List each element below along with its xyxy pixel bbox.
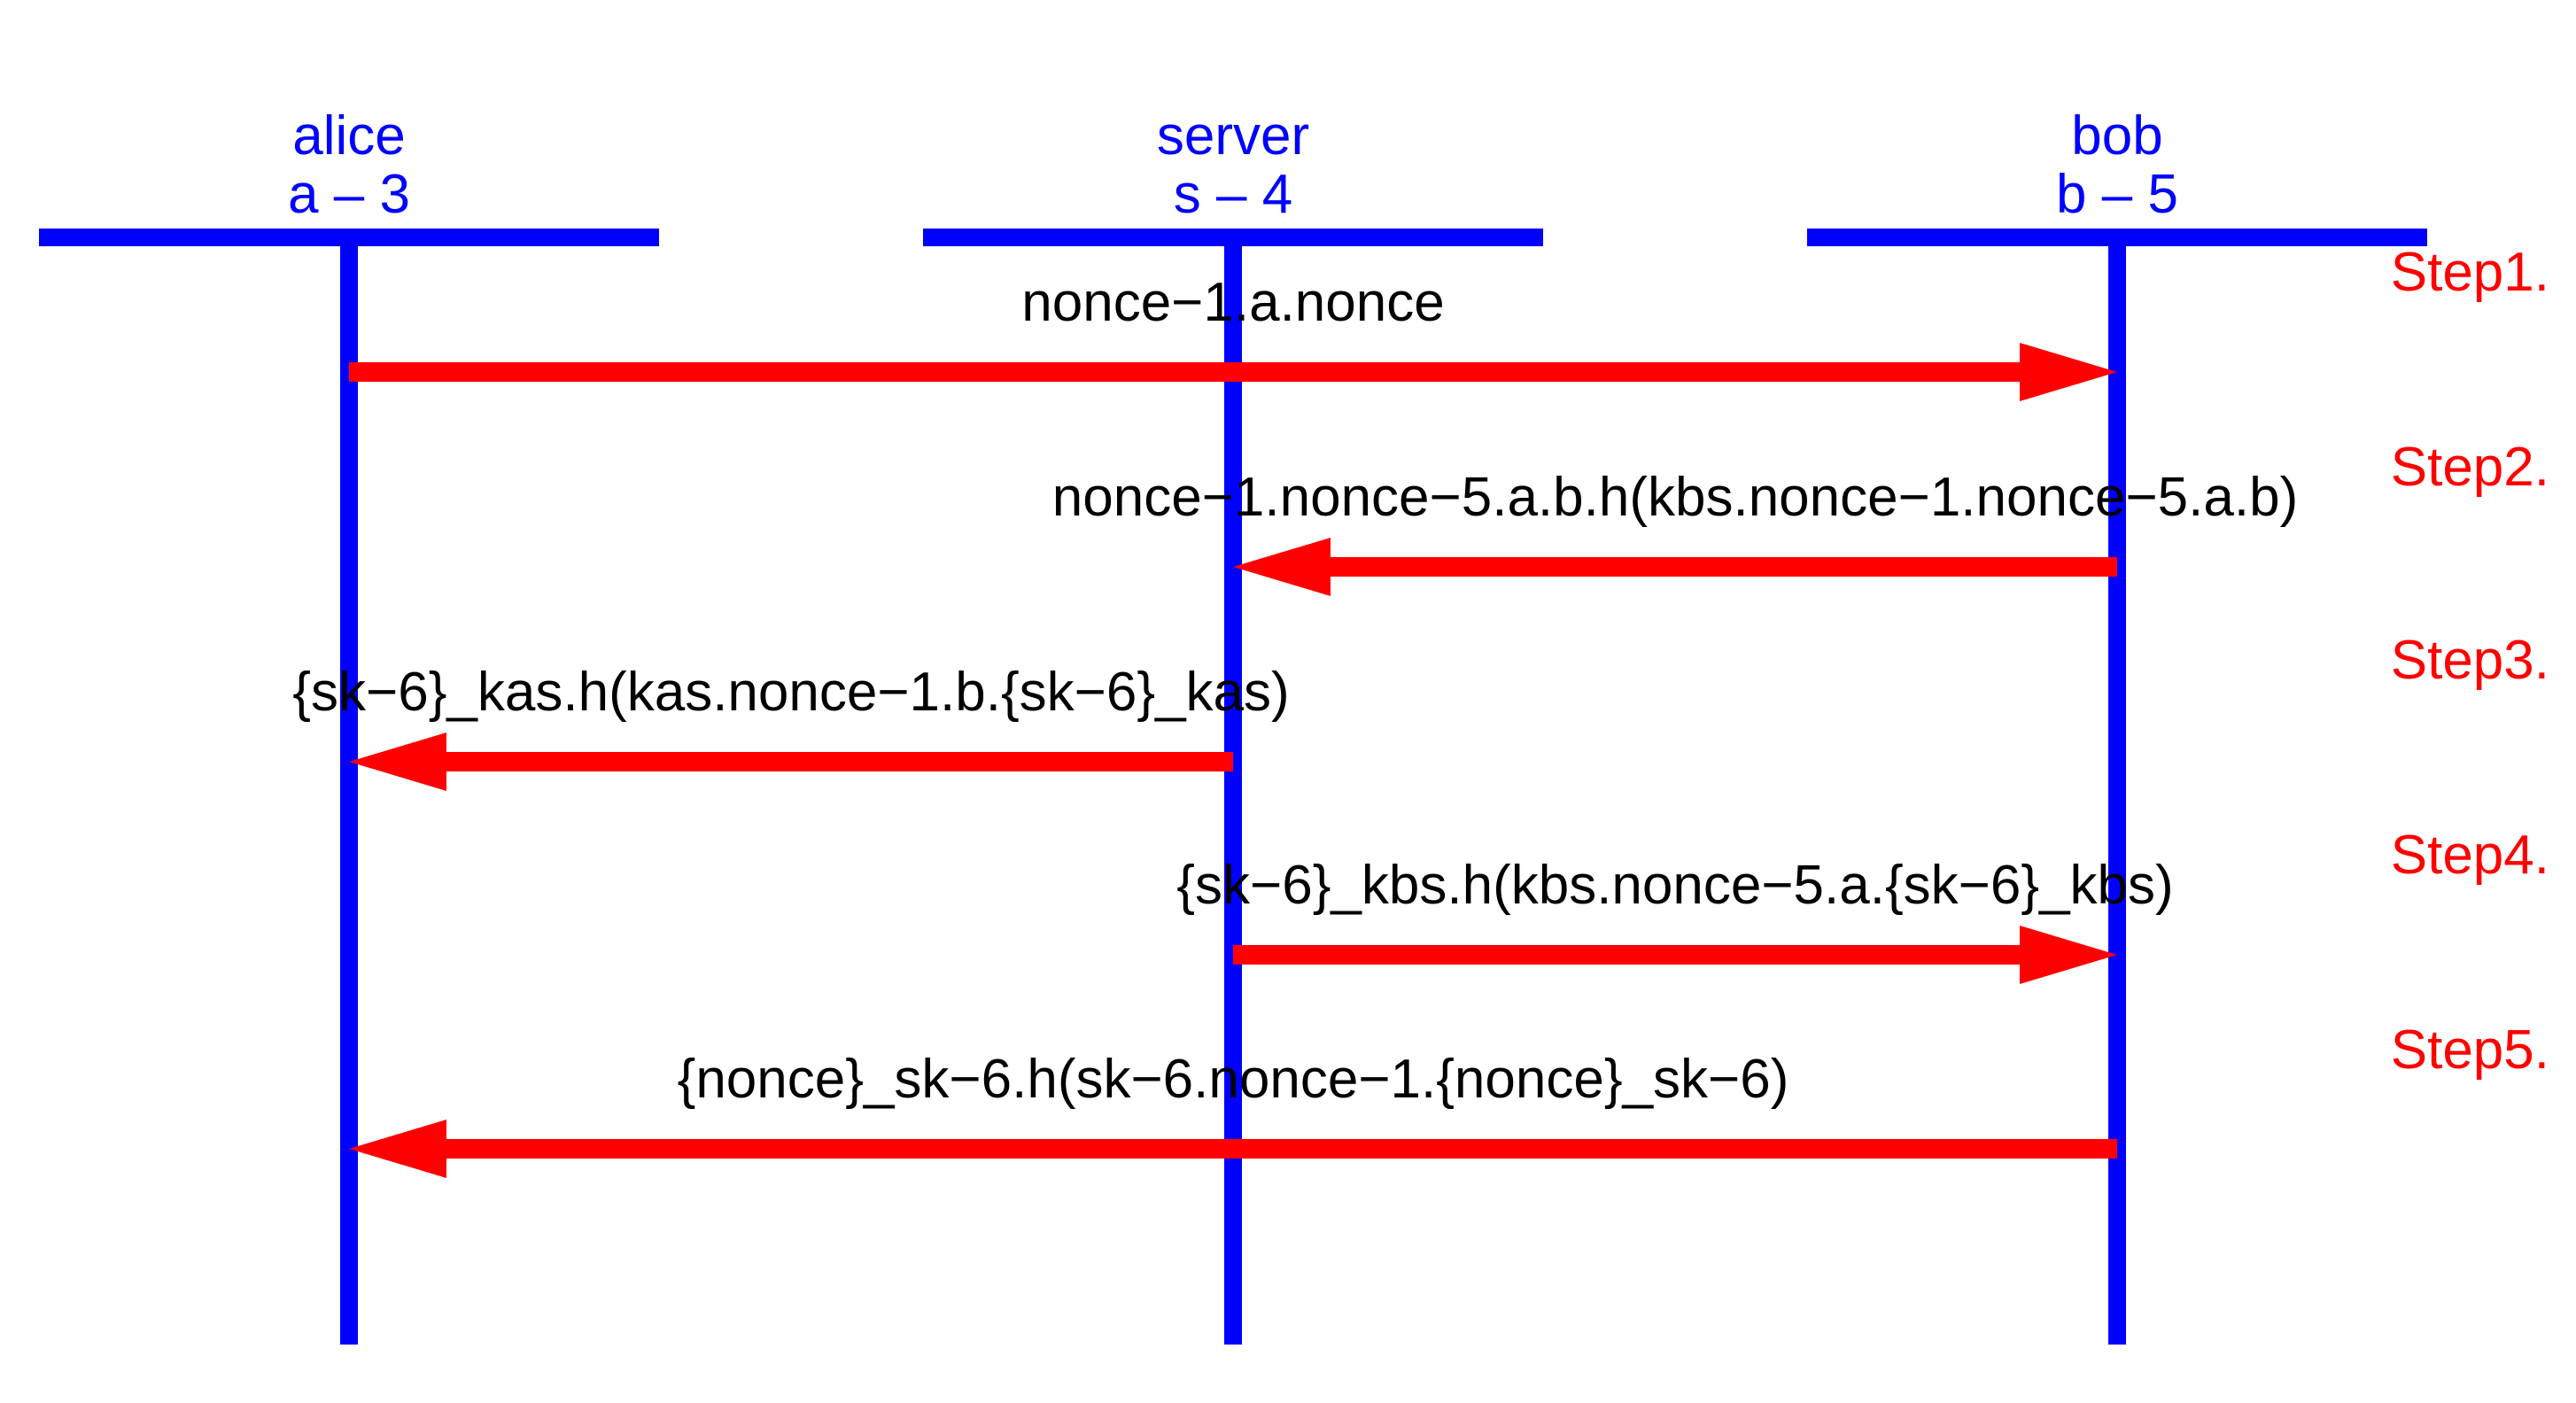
- arrowhead-icon: [349, 733, 446, 791]
- message-label: {sk−6}_kas.h(kas.nonce−1.b.{sk−6}_kas): [292, 662, 1289, 723]
- actor-name: alice: [292, 105, 406, 167]
- actor-id: s – 4: [1174, 164, 1292, 225]
- message-2: nonce−1.nonce−5.a.b.h(kbs.nonce−1.nonce−…: [1052, 467, 2298, 596]
- actor-id: a – 3: [288, 164, 410, 225]
- step-label: Step3.: [2391, 630, 2549, 691]
- message-label: {nonce}_sk−6.h(sk−6.nonce−1.{nonce}_sk−6…: [678, 1049, 1789, 1110]
- message-1: nonce−1.a.nonce: [349, 272, 2117, 401]
- messages-layer: nonce−1.a.nonce nonce−1.nonce−5.a.b.h(kbs…: [292, 272, 2298, 1178]
- step-label: Step4.: [2391, 825, 2549, 886]
- message-4: {sk−6}_kbs.h(kbs.nonce−5.a.{sk−6}_kbs): [1176, 855, 2174, 984]
- arrowhead-icon: [2020, 343, 2117, 401]
- steps-layer: Step1. Step2. Step3. Step4. Step5.: [2391, 242, 2549, 1081]
- message-5: {nonce}_sk−6.h(sk−6.nonce−1.{nonce}_sk−6…: [349, 1049, 2117, 1178]
- arrowhead-icon: [349, 1120, 446, 1178]
- actor-name: server: [1157, 105, 1309, 167]
- step-label: Step1.: [2391, 242, 2549, 303]
- arrowhead-icon: [2020, 926, 2117, 984]
- message-3: {sk−6}_kas.h(kas.nonce−1.b.{sk−6}_kas): [292, 662, 1290, 791]
- actor-name: bob: [2071, 105, 2162, 167]
- step-label: Step5.: [2391, 1019, 2549, 1081]
- step-label: Step2.: [2391, 437, 2549, 498]
- message-label: nonce−1.a.nonce: [1021, 272, 1444, 333]
- actor-id: b – 5: [2056, 164, 2178, 225]
- message-label: {sk−6}_kbs.h(kbs.nonce−5.a.{sk−6}_kbs): [1176, 855, 2173, 916]
- message-label: nonce−1.nonce−5.a.b.h(kbs.nonce−1.nonce−…: [1052, 467, 2298, 528]
- arrowhead-icon: [1233, 538, 1331, 596]
